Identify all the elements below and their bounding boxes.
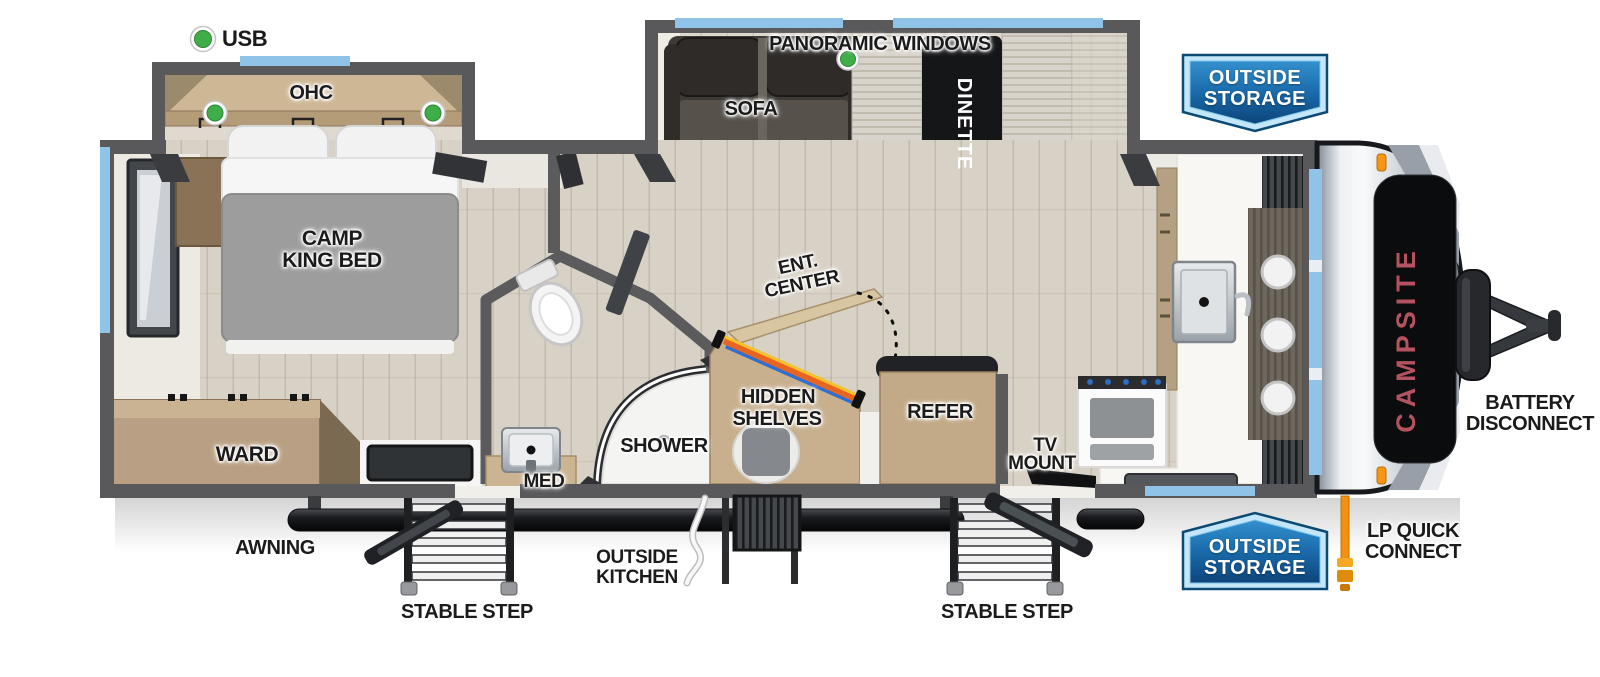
wardrobe [107, 394, 362, 491]
partition-wall [548, 154, 560, 253]
ohc-label: OHC [289, 82, 333, 104]
marker-light-icon [1376, 466, 1387, 485]
battery-disconnect-line1: BATTERY [1485, 392, 1575, 414]
outside-storage-top-line1: OUTSIDE [1208, 67, 1302, 89]
shower-enclosure [580, 350, 722, 485]
toilet [515, 258, 584, 347]
usb-legend-label: USB [222, 26, 268, 51]
main-body [100, 125, 1317, 498]
outside-storage-badge-top [1181, 53, 1329, 133]
awning-label: AWNING [235, 537, 315, 559]
outside-kitchen-griddle [722, 494, 802, 584]
bed-label-line2: KING BED [282, 249, 382, 272]
range-stove [1077, 376, 1167, 468]
ward-label: WARD [215, 443, 279, 466]
bathroom [480, 250, 722, 491]
refer-label: REFER [907, 401, 973, 423]
slideout-wall-wedges [150, 154, 1160, 186]
kitchen-sink [1171, 260, 1252, 344]
marker-light-icon [1376, 153, 1387, 172]
outside-storage-bottom-line2: STORAGE [1203, 557, 1307, 579]
usb-indicator-icon [420, 100, 446, 126]
ent-center-lid [726, 288, 884, 344]
camp-king-bed [221, 125, 459, 354]
dinette-label: DINETTE [953, 77, 975, 171]
faucet-icon [1234, 292, 1252, 317]
hidden-shelves-cabinet [709, 288, 884, 485]
usb-indicator-icon [189, 25, 217, 53]
entry-threshold-right [1000, 486, 1095, 498]
usb-indicator-icon [202, 100, 228, 126]
hidden-shelves-line2: SHELVES [732, 408, 822, 430]
entry-door-left [364, 500, 464, 565]
brand-label: CAMPSITE [1391, 245, 1421, 433]
lp-quick-connect-line1: LP QUICK [1367, 520, 1459, 542]
lp-quick-connect-pipe [1337, 495, 1353, 591]
outside-storage-badge-bottom [1181, 511, 1329, 591]
lp-quick-connect-line2: CONNECT [1364, 541, 1462, 563]
front-window-strip [1309, 169, 1322, 475]
kitchen [1077, 153, 1308, 490]
outside-storage-top-line2: STORAGE [1203, 88, 1307, 110]
hitch [1455, 269, 1561, 381]
battery-disconnect-line2: DISCONNECT [1465, 413, 1595, 435]
mounted-tv [1026, 468, 1096, 488]
open-door-panels [432, 151, 650, 316]
stable-step-left-label: STABLE STEP [401, 601, 533, 623]
window-strips [100, 18, 1255, 496]
hidden-shelves-line1: HIDDEN [740, 386, 816, 408]
usb-indicator-icons [189, 25, 860, 126]
outside-storage-bottom-line1: OUTSIDE [1208, 536, 1302, 558]
front-cap [1309, 140, 1466, 495]
battery-box [1455, 269, 1491, 381]
hinge-icon [168, 394, 309, 401]
tv-mount-line1: TV [1033, 435, 1057, 456]
entry-door-right [984, 492, 1093, 558]
bed-label-line1: CAMP [301, 227, 363, 250]
tv-mount-line2: MOUNT [1008, 453, 1076, 474]
entry-threshold-left [455, 486, 520, 498]
med-label: MED [523, 471, 565, 492]
panoramic-windows-label: PANORAMIC WINDOWS [769, 33, 991, 55]
entry-counter [360, 440, 482, 488]
shower-label: SHOWER [620, 435, 708, 457]
refrigerator [860, 356, 1008, 485]
usb-indicator-icon [836, 47, 860, 71]
wardrobe-mirror [126, 158, 180, 338]
stable-step-right-label: STABLE STEP [941, 601, 1073, 623]
outside-kitchen-line2: KITCHEN [596, 567, 678, 588]
outside-kitchen-line1: OUTSIDE [596, 547, 678, 568]
bar-stools [1260, 254, 1296, 416]
power-cord [683, 494, 709, 587]
sofa-label: SOFA [724, 98, 778, 120]
